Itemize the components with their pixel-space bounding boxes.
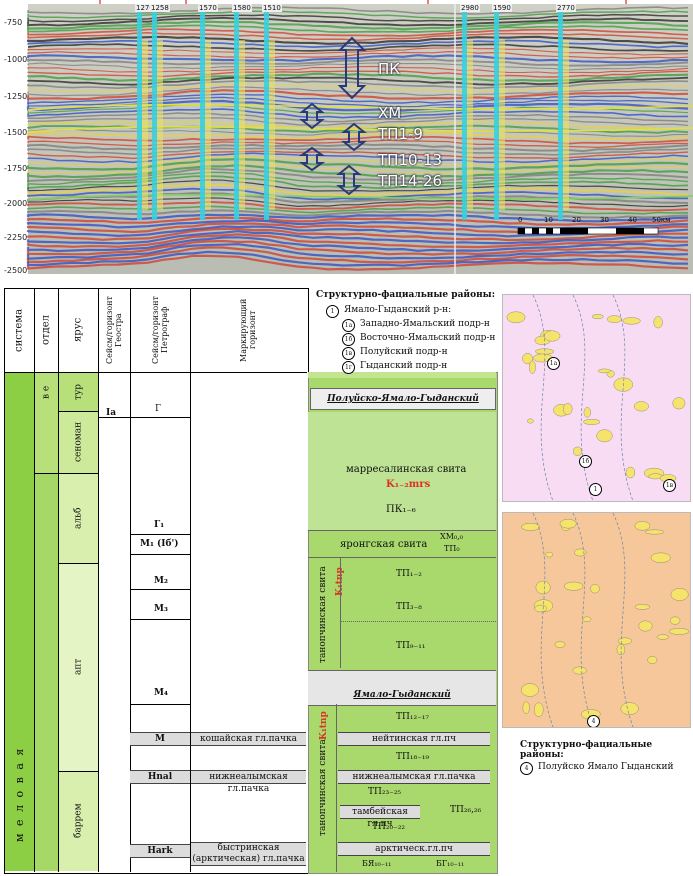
header-stage: ярус (72, 317, 84, 343)
legend-num: 1б (342, 333, 355, 346)
petro-horizon: М₁ (Ιб') (140, 539, 179, 549)
formation-marresale: марресалинская свита (346, 464, 467, 475)
scale-bar (517, 227, 659, 235)
zone-tp12-17: ТП₁₂₋₁₇ (396, 712, 430, 722)
well-label: 2770 (556, 4, 576, 12)
zone-bya: БЯ₁₀₋₁₁ (362, 859, 392, 868)
stage-albian: альб (73, 507, 84, 529)
map-top-svg (506, 295, 686, 501)
depth-label: -1750 (4, 164, 28, 173)
stage-aptian: апт (73, 658, 84, 676)
zone-tp18-19: ТП₁₈₋₁₉ (396, 752, 430, 762)
zone-tp23-25: ТП₂₃₋₂₅ (368, 787, 402, 797)
petro-horizon: Hark (130, 844, 190, 858)
map-label: 1а (547, 357, 560, 370)
legend-item: Ямало-Гыданский р-н: (344, 305, 452, 315)
marker-horizon: нижнеалымская гл.пачка (191, 770, 306, 794)
well-label: 1258 (150, 4, 170, 12)
marker-horizon: кошайская гл.пачка (191, 732, 306, 746)
zone-pk: ПК₁₋₆ (386, 504, 416, 515)
map-top: 1а 1б 1 1в (502, 294, 691, 502)
marker-neitinskaya: нейтинская гл.пч (338, 732, 490, 746)
petro-horizon: М₃ (154, 604, 168, 614)
legend-item: Гыданский подр-н (360, 361, 448, 371)
map-label: 1в (663, 479, 676, 492)
petro-horizon: Г₁ (154, 520, 165, 530)
geostra-horizon: Ia (106, 408, 117, 418)
system-name: м е л о в а я (13, 746, 26, 842)
zone-label-tp14-26: ТП14-26 (378, 172, 443, 190)
section-name: в е (41, 385, 52, 399)
legend-item: Полуйский подр-н (360, 347, 448, 357)
header-seis-geostra: Сейсм/горизонт Геостра (105, 296, 123, 364)
zone-tp1-2: ТП₁₋₂ (396, 569, 422, 579)
legend-item: Восточно-Ямальский подр-н (360, 333, 496, 343)
map-bottom-svg (521, 513, 690, 727)
zone-label-tp10-13: ТП10-13 (378, 151, 443, 169)
petro-horizon: Hnal (130, 770, 190, 784)
well-label: 1590 (492, 4, 512, 12)
zone-tp9-11: ТП₉₋₁₁ (396, 641, 426, 651)
petro-horizon: Г (155, 404, 161, 414)
legend-num: 1в (342, 347, 355, 360)
stage-turon: тур (73, 383, 84, 401)
legend-bottom-title: Структурно-фациальные районы: (520, 740, 653, 760)
marker-nizhnealym: нижнеалымская гл.пачка (338, 770, 490, 784)
marker-tambey: тамбейская гл.пч (340, 805, 420, 829)
depth-label: -1000 (4, 55, 28, 64)
header-seis-petro: Сейсм/горизонт Петрограф (151, 296, 169, 364)
map-label: 4 (587, 715, 600, 727)
map-label: 1 (589, 483, 602, 496)
zone-arrows (298, 36, 367, 196)
zone-xm: ХМ₀,₀ (440, 532, 463, 541)
map-label: 1б (579, 455, 592, 468)
stage-barremian: баррем (73, 803, 84, 839)
header-system: система (13, 308, 25, 352)
region-label-2: Ямало-Гыданский (353, 690, 451, 700)
marker-arktich: арктическ.гл.пч (338, 842, 490, 856)
zone-tp20-22: ТП₂₀₋₂₂ (372, 822, 406, 832)
well-label: 2980 (460, 4, 480, 12)
depth-label: -750 (4, 18, 23, 27)
legend-item: Полуйско Ямало Гыданский (538, 762, 674, 772)
petro-horizon: М (130, 732, 190, 746)
petro-horizon: М₄ (154, 688, 168, 698)
header-marker: Маркирующий горизонт (239, 298, 257, 362)
depth-label: -2500 (4, 266, 28, 275)
well-label: 1570 (198, 4, 218, 12)
zone-tp26: ТП₂₆,₂₆ (450, 805, 482, 815)
legend-title: Структурно-фациальные районы: (316, 290, 496, 300)
legend-num: 1г (342, 361, 355, 374)
zone-tp0: ТП₀ (444, 544, 460, 553)
region-label-1: Полуйско-Ямало-Гыданский (310, 388, 496, 410)
formation-index: K₁tnp (319, 711, 329, 741)
header-section: отдел (40, 315, 52, 345)
seismic-image (26, 0, 693, 274)
well-label: 1270 (135, 4, 155, 12)
zone-label-tp1-9: ТП1-9 (378, 125, 423, 143)
stage-cenomanian: сеноман (73, 421, 84, 463)
legend-num: 1 (326, 305, 339, 318)
zone-bg: БГ₁₀₋₁₁ (436, 859, 465, 868)
well-label: 1580 (232, 4, 252, 12)
formation-yaronga: яронгская свита (340, 539, 428, 550)
zone-tp3-8: ТП₃₋₈ (396, 602, 422, 612)
well-label: 1510 (262, 4, 282, 12)
marker-horizon: быстринская (арктическая) гл.пачка (191, 842, 306, 866)
seismic-section: -750 -1000 -1250 -1500 -1750 -2000 -2250… (0, 0, 693, 278)
legend-num: 4 (520, 762, 533, 775)
depth-label: -2000 (4, 199, 28, 208)
system-fill (5, 373, 34, 871)
legend-num: 1а (342, 319, 355, 332)
depth-label: -2250 (4, 233, 28, 242)
depth-label: -1250 (4, 92, 28, 101)
depth-label: -1500 (4, 128, 28, 137)
map-bottom: 4 (502, 512, 691, 728)
formation-index: K₁₋₂mrs (386, 479, 431, 490)
zone-label-hm: ХМ (378, 104, 402, 122)
stratigraphic-column: система отдел ярус Сейсм/горизонт Геостр… (0, 284, 693, 876)
petro-horizon: М₂ (154, 576, 168, 586)
legend-item: Западно-Ямальский подр-н (360, 319, 490, 329)
zone-label-pk: ПК (378, 60, 400, 78)
